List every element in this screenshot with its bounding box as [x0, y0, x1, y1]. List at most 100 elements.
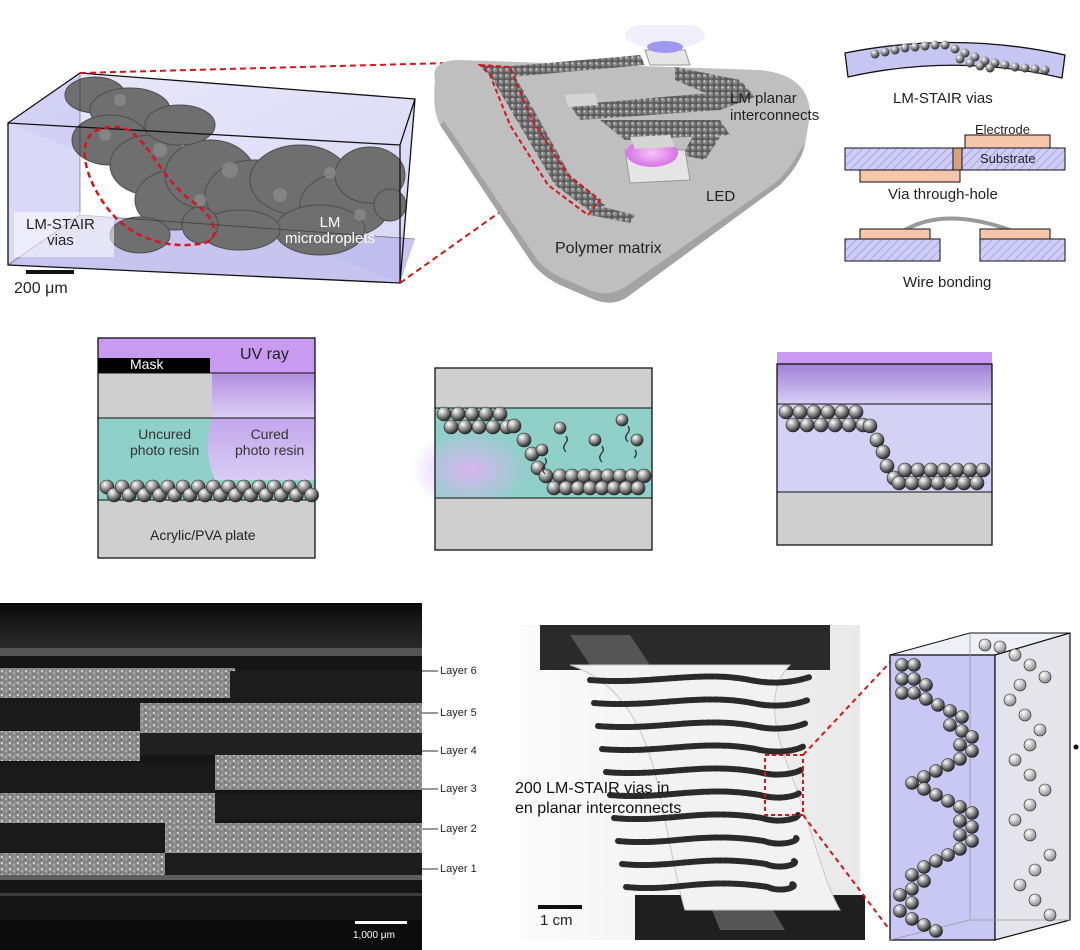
through-hole-label: Via through-hole [888, 186, 998, 203]
lm-particle [930, 925, 943, 938]
uv-ray-label: UV ray [240, 346, 289, 364]
lm-particle [486, 420, 500, 434]
lm-particle [458, 420, 472, 434]
lm-particle [1044, 909, 1056, 921]
stair-vias-label: LM-STAIR vias [893, 90, 993, 107]
lm-particle [1009, 649, 1021, 661]
lm-particle [950, 463, 964, 477]
substrate-label: Substrate [980, 151, 1036, 166]
lm-particle [994, 641, 1006, 653]
lm-particle [966, 807, 979, 820]
lm-particle [966, 745, 979, 758]
lm-particle [954, 815, 967, 828]
lm-particle [954, 843, 967, 856]
lm-particle [930, 855, 943, 868]
lm-particle [906, 883, 919, 896]
lm-particle [892, 476, 906, 490]
wire-bonding-label: Wire bonding [903, 274, 991, 291]
lm-particle [800, 418, 814, 432]
lm-particle [924, 463, 938, 477]
plate-label: Acrylic/PVA plate [150, 527, 256, 543]
scale-label-f: 1 cm [540, 912, 573, 929]
layer-6-label: Layer 6 [440, 665, 477, 677]
lm-particle [966, 835, 979, 848]
layer-1-label: Layer 1 [440, 863, 477, 875]
mask-label: Mask [130, 356, 163, 372]
panel-c-comparison [840, 35, 1080, 270]
lm-particle [966, 821, 979, 834]
lm-particle [880, 459, 894, 473]
lm-particle [1024, 659, 1036, 671]
lm-particle [1039, 671, 1051, 683]
cured-label: Curedphoto resin [235, 426, 304, 458]
lm-particle [954, 739, 967, 752]
interconnects-label: LM planarinterconnects [730, 90, 819, 124]
lm-particle [906, 897, 919, 910]
lm-particle [1024, 769, 1036, 781]
lm-particle [517, 433, 531, 447]
lm-particle [930, 765, 943, 778]
lm-particle [976, 463, 990, 477]
lm-particle [920, 693, 933, 706]
polymer-matrix-label: Polymer matrix [555, 240, 662, 258]
lm-particle [1014, 879, 1026, 891]
lm-particle [896, 659, 909, 672]
lm-particle [905, 476, 919, 490]
layer-4-label: Layer 4 [440, 745, 477, 757]
lm-particle [507, 419, 521, 433]
lm-particle [1004, 694, 1016, 706]
lm-particle [954, 801, 967, 814]
lm-particle [942, 849, 955, 862]
lm-particle [896, 673, 909, 686]
lm-particle [1044, 849, 1056, 861]
lm-particle [898, 463, 912, 477]
bond-wire [905, 219, 1010, 231]
lm-particle [1039, 784, 1051, 796]
lm-particle [908, 673, 921, 686]
panel-b-device [420, 25, 840, 310]
lm-particle [863, 419, 877, 433]
lm-particle [437, 407, 451, 421]
lm-particle [942, 759, 955, 772]
lm-particle [786, 418, 800, 432]
scale-bar-e [355, 921, 407, 924]
lm-particle [842, 418, 856, 432]
layer-2-label: Layer 2 [440, 823, 477, 835]
lm-particle [931, 476, 945, 490]
zoom-inset-3d [890, 633, 1070, 940]
lm-particle [1024, 799, 1036, 811]
lm-particle [906, 777, 919, 790]
lm-particle [963, 463, 977, 477]
lm-particle [954, 753, 967, 766]
lm-particle [894, 889, 907, 902]
layer-5-label: Layer 5 [440, 707, 477, 719]
lm-particle [1024, 829, 1036, 841]
lm-particle [906, 869, 919, 882]
lm-particle [1019, 709, 1031, 721]
lm-particle [444, 420, 458, 434]
layer-pointers [418, 665, 448, 880]
lm-particle [918, 783, 931, 796]
scale-bar-f [538, 905, 582, 909]
lm-particle [1014, 679, 1026, 691]
led-label: LED [706, 188, 735, 205]
lm-particle [944, 719, 957, 732]
lm-particle [554, 422, 566, 434]
lm-particle [920, 679, 933, 692]
lm-particle [894, 905, 907, 918]
lm-particle [479, 407, 493, 421]
lm-particle [918, 919, 931, 932]
lm-particle [932, 699, 945, 712]
lm-particle [1034, 724, 1046, 736]
lm-particle [956, 711, 969, 724]
lm-particle [589, 434, 601, 446]
lm-particle [814, 418, 828, 432]
lm-particle [876, 445, 890, 459]
lm-particle [1009, 814, 1021, 826]
lm-particle [821, 405, 835, 419]
lm-particle [918, 771, 931, 784]
lm-particle [828, 418, 842, 432]
lm-particle [918, 476, 932, 490]
lm-particle [979, 639, 991, 651]
